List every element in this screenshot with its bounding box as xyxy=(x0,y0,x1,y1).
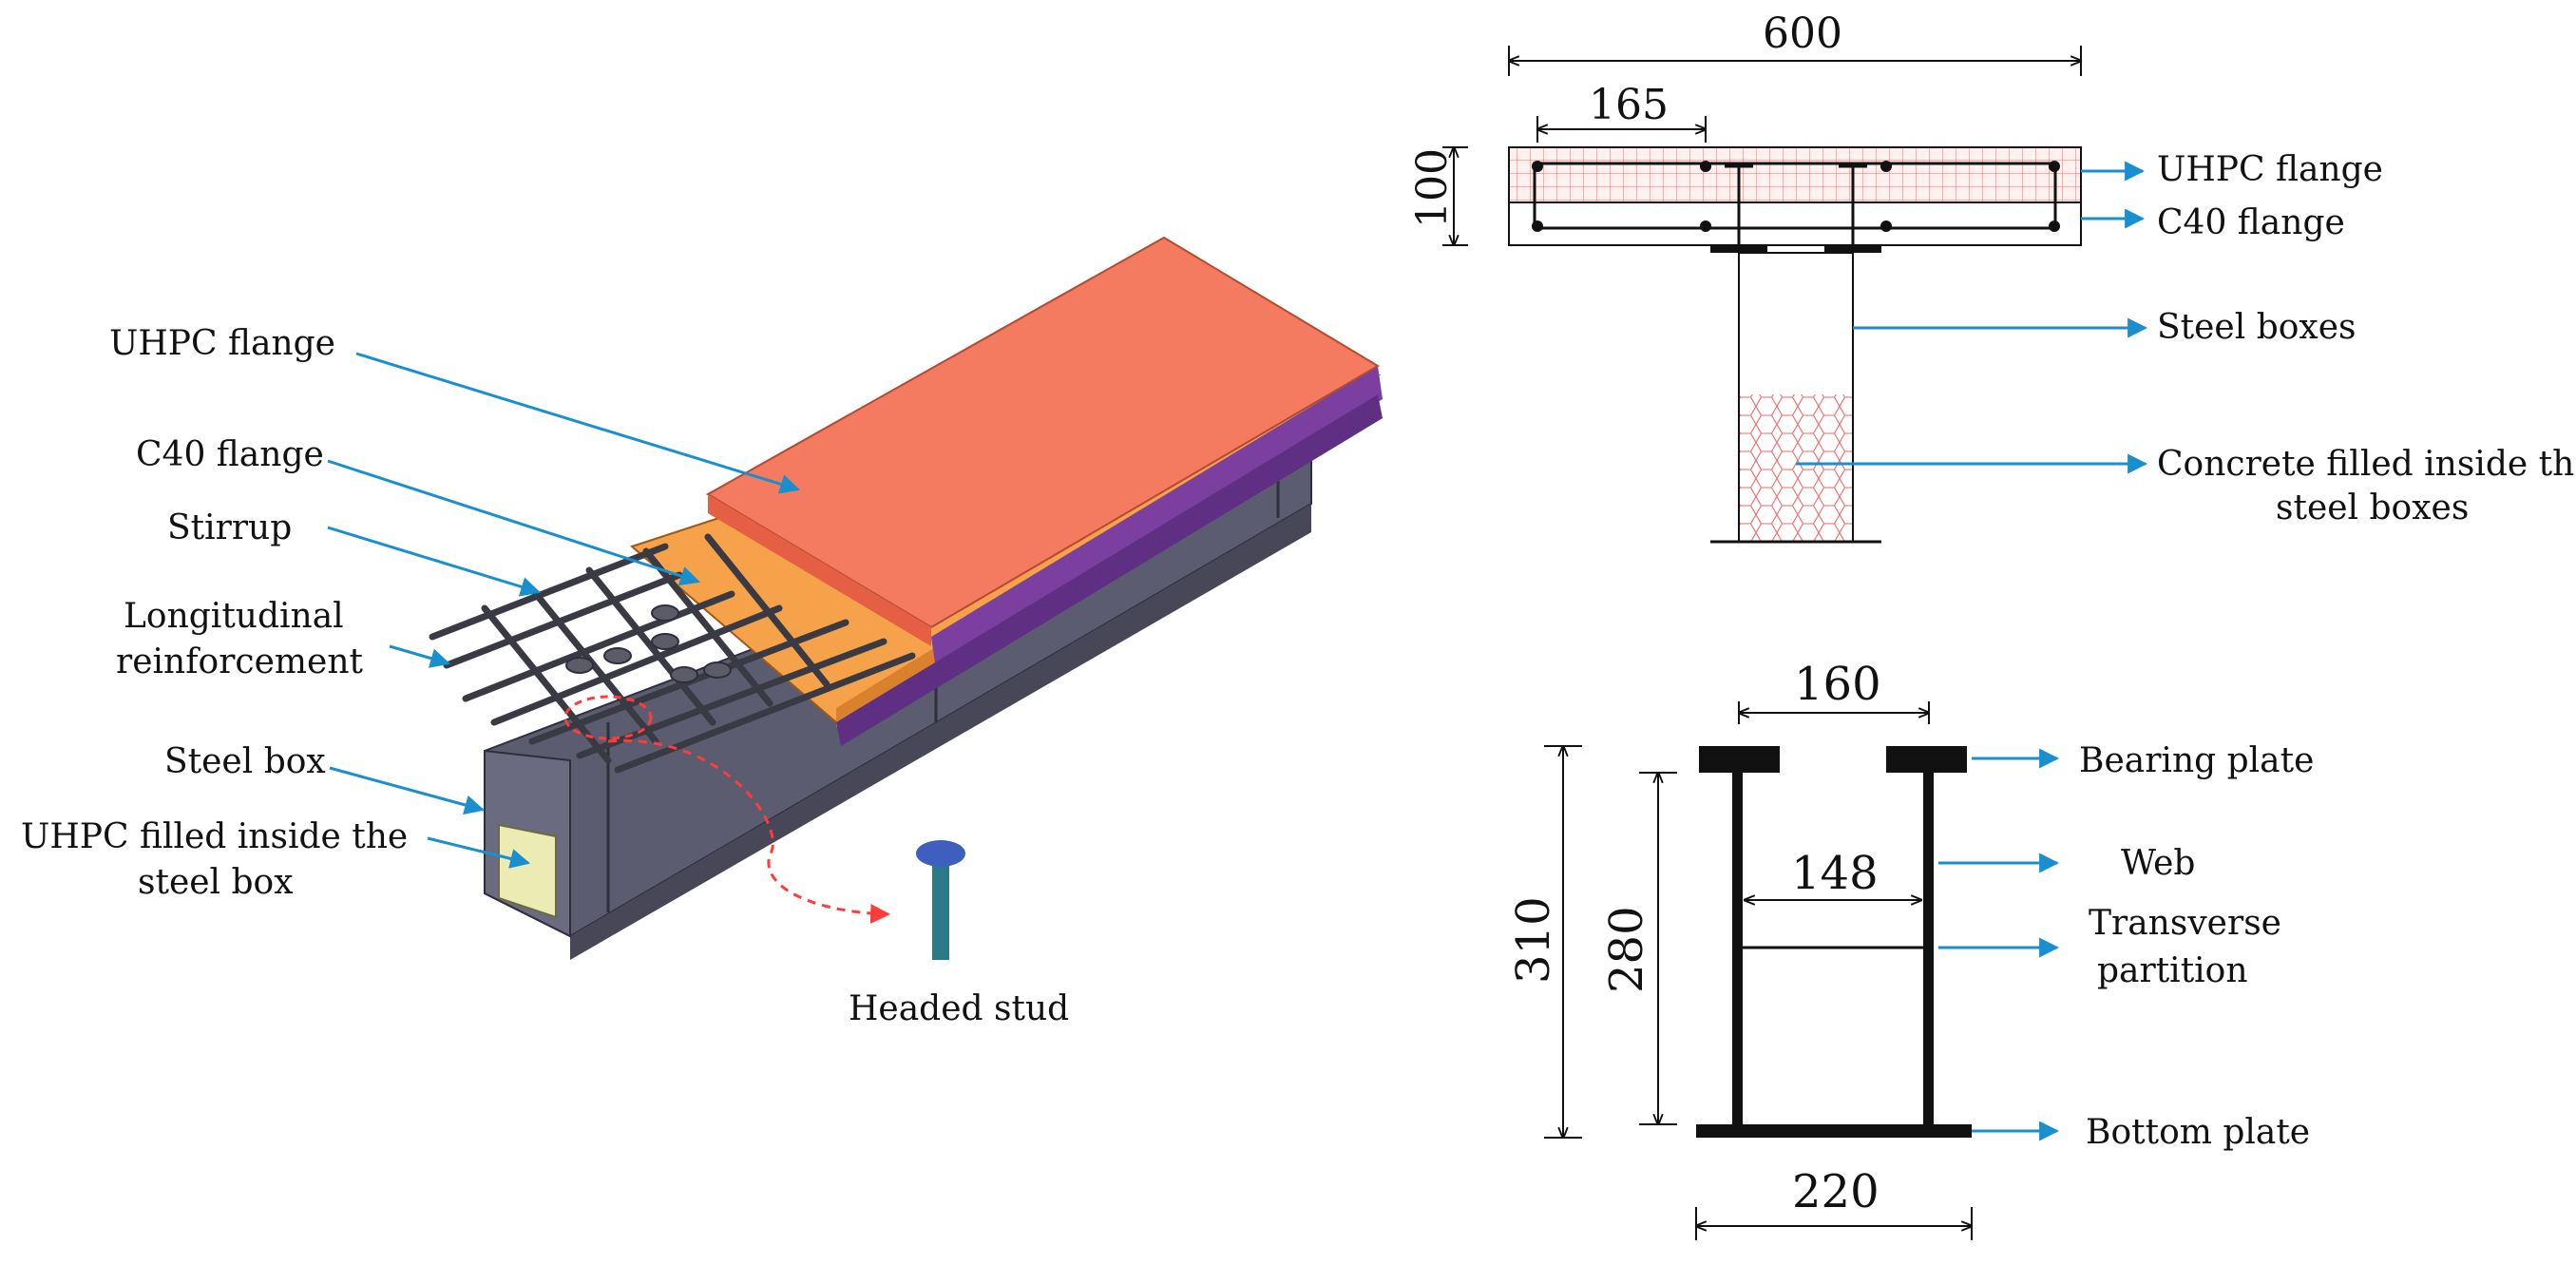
uhpc-flange-slab xyxy=(706,236,1380,629)
label-longitudinal: Longitudinal xyxy=(124,597,344,636)
dim-280-text: 280 xyxy=(1600,906,1653,993)
headed-stud-head xyxy=(916,840,965,867)
label-uhpc-filled-1: UHPC filled inside the xyxy=(21,817,408,856)
steel-box-section-detail: 160 148 310 280 220 xyxy=(1507,658,2314,1240)
cs-label-concrete-2: steel boxes xyxy=(2276,489,2469,527)
leader-steel-box xyxy=(329,766,486,815)
dim-160-text: 160 xyxy=(1794,658,1881,711)
purple-edge xyxy=(931,366,1383,670)
leader-uhpc-filled xyxy=(427,836,531,869)
composite-cross-section: 600 165 100 xyxy=(1408,10,2576,544)
section-rebars xyxy=(1533,162,2057,230)
web-left xyxy=(1732,773,1743,1124)
stud-heads xyxy=(565,604,732,683)
label-transverse: Transverse xyxy=(2089,904,2281,943)
bottom-plate xyxy=(1696,1124,1972,1138)
dim-100-text: 100 xyxy=(1408,148,1457,228)
dim-220-text: 220 xyxy=(1792,1165,1880,1218)
uhpc-flange-section xyxy=(1508,146,2082,203)
leader-longitudinal xyxy=(389,644,451,668)
dim-148-text: 148 xyxy=(1791,847,1879,900)
web-right xyxy=(1923,773,1934,1124)
concrete-fill-section xyxy=(1740,394,1852,541)
isometric-beam-view: UHPC flange C40 flange Stirrup Longitudi… xyxy=(21,236,1383,1028)
label-uhpc-filled-2: steel box xyxy=(138,863,294,902)
detail-dashed-arrow xyxy=(607,738,891,924)
label-steel-box: Steel box xyxy=(164,742,326,781)
cs-label-c40-flange: C40 flange xyxy=(2157,203,2345,242)
leader-c40-flange xyxy=(327,459,700,586)
uhpc-flange-front xyxy=(708,494,931,646)
label-stirrup: Stirrup xyxy=(167,508,292,547)
headed-stud-shank xyxy=(932,855,949,960)
label-c40-flange: C40 flange xyxy=(136,435,324,474)
label-partition: partition xyxy=(2097,951,2248,990)
section-rebar-dots xyxy=(1532,161,2060,232)
cs-label-concrete-1: Concrete filled inside the xyxy=(2157,445,2576,484)
stud-detail-circle xyxy=(563,695,653,740)
cs-label-steel-boxes: Steel boxes xyxy=(2157,308,2357,347)
uhpc-filled-end xyxy=(498,823,557,919)
label-web: Web xyxy=(2121,844,2195,883)
label-headed-stud: Headed stud xyxy=(849,989,1069,1028)
steel-box-side xyxy=(570,504,1311,960)
leader-uhpc-flange xyxy=(355,352,801,494)
label-bearing-plate: Bearing plate xyxy=(2079,741,2314,780)
leader-stirrup xyxy=(327,526,542,597)
c40-flange-section xyxy=(1508,201,2082,246)
dim-310-text: 310 xyxy=(1507,896,1560,984)
bearing-plate-right xyxy=(1886,746,1967,773)
label-bottom-plate: Bottom plate xyxy=(2086,1113,2310,1152)
section-studs xyxy=(1725,164,1867,245)
dim-165-text: 165 xyxy=(1589,81,1669,129)
steel-box-plate-r xyxy=(1824,245,1881,253)
bearing-plate-left xyxy=(1699,746,1780,773)
purple-edge-lower xyxy=(836,394,1383,746)
label-uhpc-flange: UHPC flange xyxy=(109,324,335,363)
cs-label-uhpc-flange: UHPC flange xyxy=(2157,150,2383,189)
dim-600-text: 600 xyxy=(1763,10,1842,58)
steel-box-plate-l xyxy=(1710,245,1767,253)
label-reinforcement: reinforcement xyxy=(116,642,364,681)
